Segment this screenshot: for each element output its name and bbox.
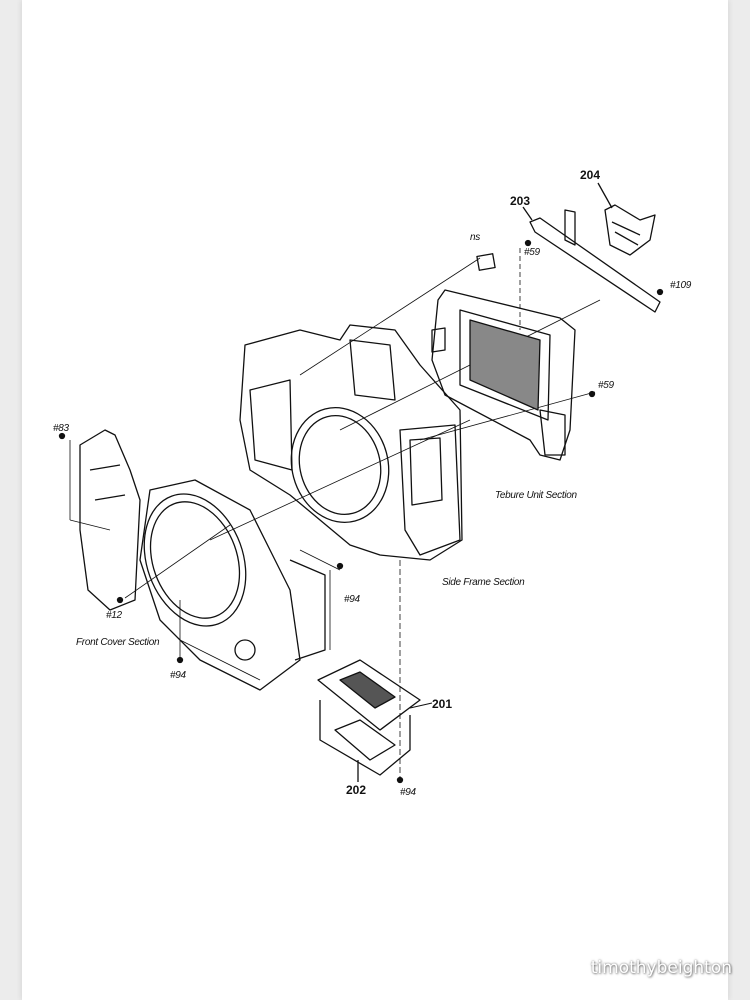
assembly-lines xyxy=(69,248,601,780)
front-cover xyxy=(139,479,326,691)
screw-59-right-label: #59 xyxy=(598,380,614,391)
part-204-latch xyxy=(597,182,656,256)
part-202-bottom xyxy=(319,700,411,782)
screw-94-mid-label: #94 xyxy=(344,594,360,605)
screw-icons xyxy=(58,239,664,784)
ns-label: ns xyxy=(470,232,480,243)
grip xyxy=(79,429,141,611)
side-frame-section-label: Side Frame Section xyxy=(442,577,525,588)
part-202-label: 202 xyxy=(346,783,367,797)
watermark: timothybeighton xyxy=(590,958,732,978)
screw-94-left-label: #94 xyxy=(170,670,186,681)
part-203-label: 203 xyxy=(510,194,531,208)
part-204-label: 204 xyxy=(580,168,601,182)
part-203-rail xyxy=(522,206,661,313)
front-cover-section-label: Front Cover Section xyxy=(76,637,160,648)
screw-59-top-label: #59 xyxy=(524,247,540,258)
camera-body xyxy=(239,324,463,561)
screw-12-label: #12 xyxy=(106,610,122,621)
part-201-label: 201 xyxy=(432,697,453,711)
screw-109-label: #109 xyxy=(670,280,692,291)
tebure-unit-section-label: Tebure Unit Section xyxy=(495,490,577,501)
tebure-unit xyxy=(431,289,576,461)
screw-83-label: #83 xyxy=(53,423,69,434)
screw-94-bottom-label: #94 xyxy=(400,787,416,798)
ns-bracket xyxy=(476,253,496,271)
part-201-base-plate xyxy=(317,659,421,731)
